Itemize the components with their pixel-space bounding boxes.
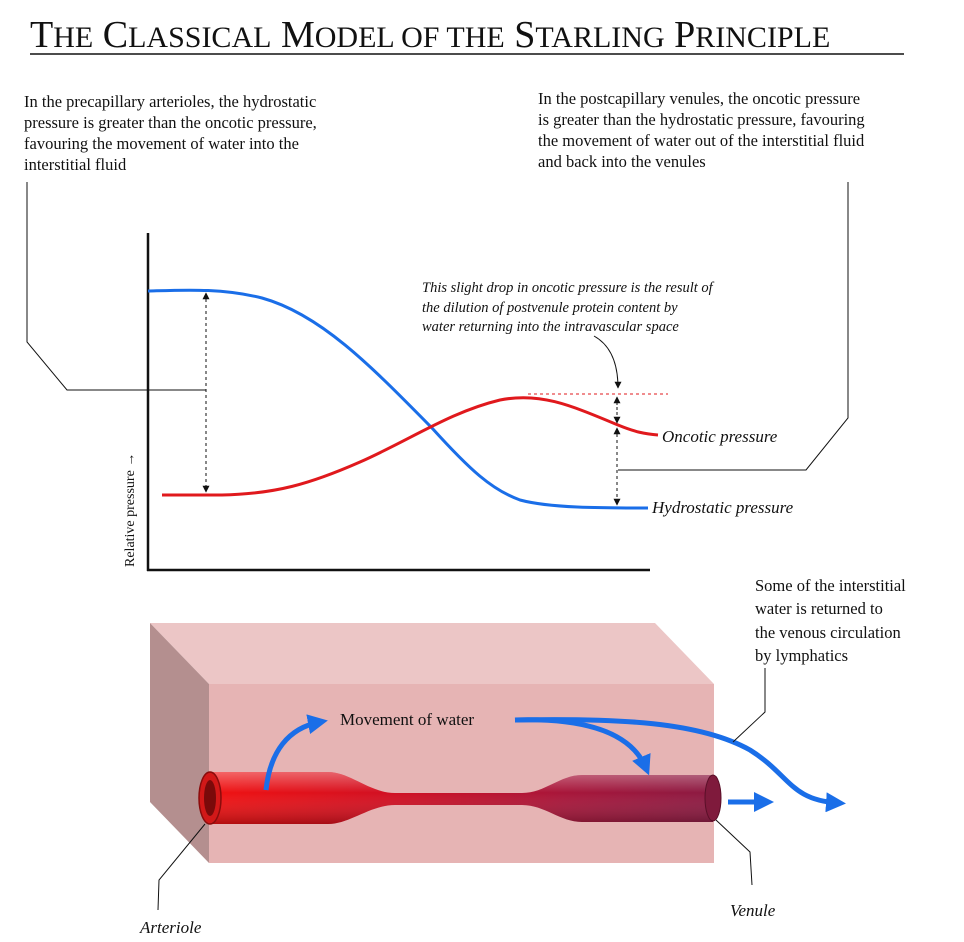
oncotic-drop-pointer — [593, 335, 622, 389]
oncotic-pressure-curve — [162, 396, 659, 497]
hydrostatic-pressure-curve — [147, 288, 649, 510]
page-title: THE CLASSICAL MODEL OF THE STARLING PRIN… — [30, 14, 830, 56]
postcapillary-leader-line — [618, 182, 849, 471]
oncotic-drop-note: This slight drop in oncotic pressure is … — [422, 280, 716, 335]
lymphatics-note: Some of the interstitial water is return… — [755, 576, 910, 665]
venule-opening — [704, 774, 722, 822]
tissue-top-face — [150, 623, 714, 684]
tissue-side-face — [150, 623, 209, 863]
water-movement-arrows — [263, 714, 846, 813]
venule-label: Venule — [730, 901, 776, 920]
movement-of-water-label: Movement of water — [340, 710, 474, 729]
hydrostatic-pressure-label: Hydrostatic pressure — [651, 498, 794, 517]
arteriole-leader-line — [157, 823, 206, 911]
interstitial-tissue-block — [150, 623, 714, 863]
arteriole-label: Arteriole — [139, 918, 202, 937]
venule-leader-line — [715, 819, 753, 886]
capillary-vessel — [198, 771, 722, 825]
y-axis-label: Relative pressure → — [123, 453, 138, 567]
vessel-shading — [210, 772, 713, 824]
lymphatics-leader-line — [732, 668, 766, 743]
pressure-chart: Relative pressure → Oncotic pressure Hyd… — [123, 233, 794, 572]
precapillary-leader-line — [26, 182, 206, 391]
arteriole-lumen — [204, 780, 216, 816]
water-out-arrow — [263, 714, 328, 791]
precapillary-note: In the precapillary arterioles, the hydr… — [24, 92, 321, 174]
lymphatic-arrow — [514, 717, 846, 813]
postcapillary-note: In the postcapillary venules, the oncoti… — [538, 89, 869, 171]
oncotic-pressure-label: Oncotic pressure — [662, 427, 778, 446]
